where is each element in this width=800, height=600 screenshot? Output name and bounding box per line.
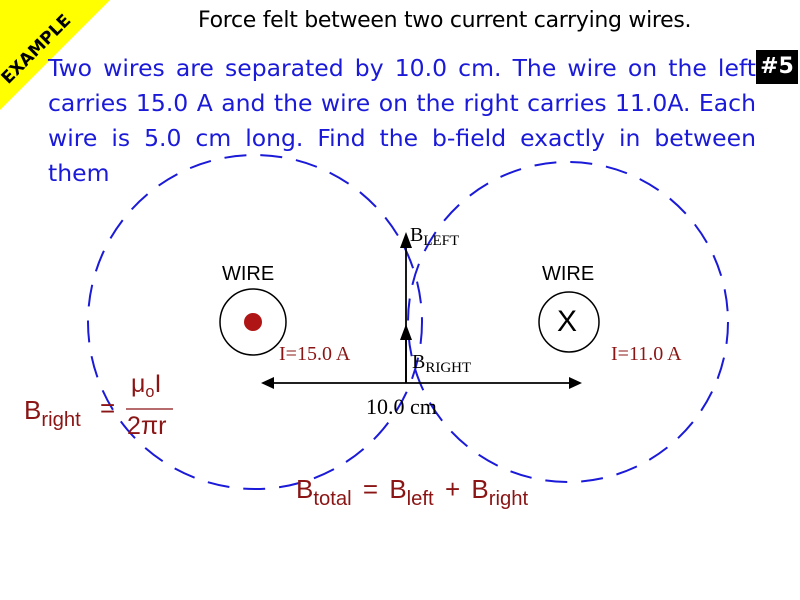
mu-symbol: μ — [131, 370, 146, 398]
b-right-formula-numerator: μoI — [131, 370, 162, 401]
separation-label: 10.0 cm — [366, 394, 437, 419]
b-left-base: B — [410, 224, 424, 246]
b-right-arrowhead-icon — [400, 324, 412, 340]
right-field-circle — [407, 161, 729, 483]
separation-left-arrowhead-icon — [261, 377, 274, 389]
problem-statement: Two wires are separated by 10.0 cm. The … — [48, 54, 756, 187]
b-total-plus: + — [444, 474, 461, 504]
left-field-circle — [87, 154, 423, 490]
b-total-base3: B — [471, 474, 489, 504]
current-into-page-x-icon: X — [557, 305, 578, 338]
example-corner-ribbon: EXAMPLE — [0, 0, 110, 110]
mu-sub: o — [145, 382, 155, 401]
b-right-formula-denominator: 2πr — [127, 412, 167, 440]
left-current-label: I=15.0 A — [279, 343, 351, 365]
b-total-sub3: right — [488, 488, 529, 511]
right-current-label: I=11.0 A — [611, 343, 682, 365]
left-wire-label: WIRE — [222, 263, 275, 285]
ribbon-shape — [0, 0, 110, 110]
b-right-formula-sub: right — [41, 409, 81, 432]
current-symbol: I — [154, 370, 162, 398]
b-left-arrowhead-icon — [400, 232, 412, 248]
b-total-base1: B — [296, 474, 314, 504]
right-wire-label: WIRE — [542, 263, 595, 285]
b-total-equals: = — [362, 474, 379, 504]
b-left-label: BLEFT — [410, 224, 459, 250]
current-out-dot-icon — [244, 313, 262, 331]
b-total-formula: Btotal = Bleft + Bright — [296, 474, 528, 509]
b-left-sub: LEFT — [423, 233, 460, 249]
problem-number-badge: #5 — [756, 50, 798, 84]
right-wire-circle — [538, 291, 600, 353]
b-right-label: BRIGHT — [412, 351, 471, 377]
b-right-sub: RIGHT — [425, 360, 472, 376]
b-right-formula-equals: = — [100, 393, 116, 423]
b-total-base2: B — [389, 474, 407, 504]
b-right-base: B — [412, 351, 426, 373]
b-right-formula-lhs: Bright — [24, 395, 81, 430]
b-total-sub1: total — [313, 488, 352, 511]
slide-title: Force felt between two current carrying … — [198, 8, 692, 33]
separation-right-arrowhead-icon — [569, 377, 582, 389]
b-total-sub2: left — [406, 488, 434, 511]
b-right-formula-base: B — [24, 395, 42, 425]
